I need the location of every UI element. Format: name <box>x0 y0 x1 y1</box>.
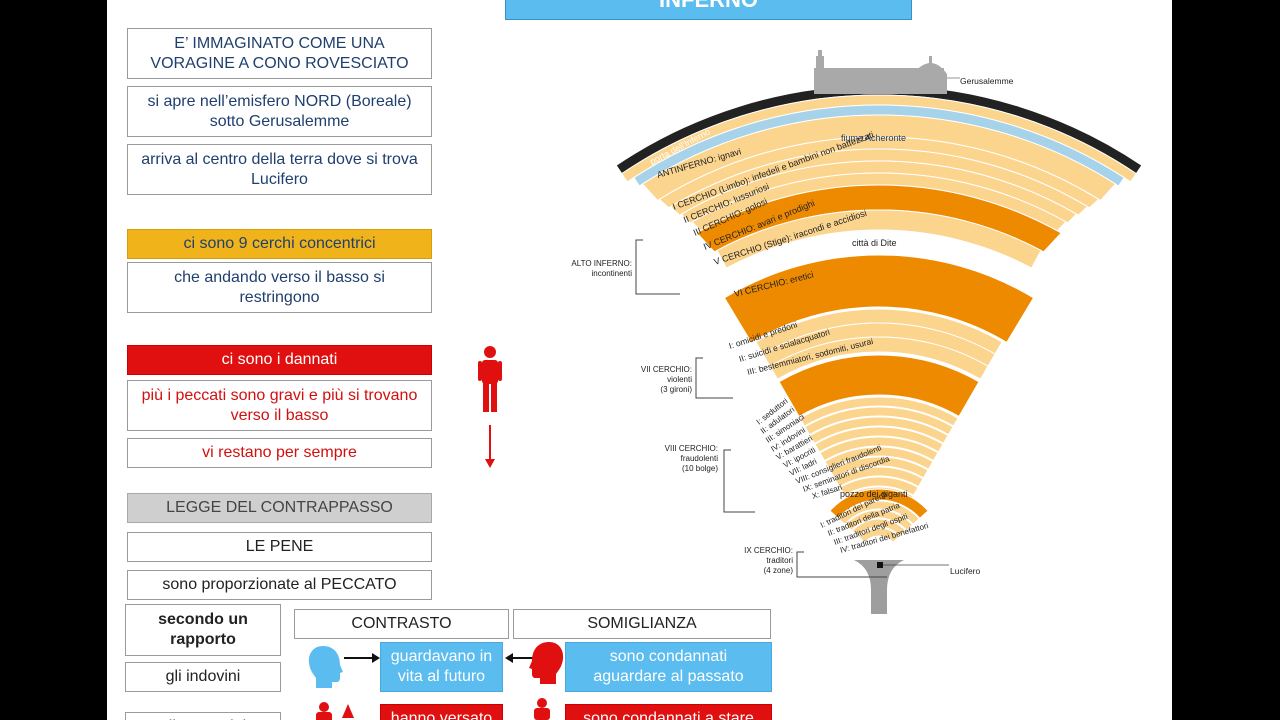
label-traditori: traditori <box>766 556 793 565</box>
jerusalem-skyline-icon <box>814 50 947 94</box>
box-dannati: ci sono i dannati <box>127 345 432 375</box>
lucifero-marker <box>877 562 883 568</box>
cell-guardavano-futuro: guardavano in vita al futuro <box>380 642 503 692</box>
label-ix-cerchio: IX CERCHIO: <box>744 546 793 555</box>
ring-bolgia-9 <box>839 476 919 496</box>
dannato-figure-icon <box>478 346 502 468</box>
label-viii-cerchio: VIII CERCHIO: <box>665 444 718 453</box>
box-proporzionate: sono proporzionate al PECCATO <box>127 570 432 600</box>
box-legge-contrappasso: LEGGE DEL CONTRAPPASSO <box>127 493 432 523</box>
label-gerusalemme: Gerusalemme <box>960 76 1014 86</box>
ring-bolgia-6 <box>824 446 934 470</box>
label-pozzo-giganti: pozzo dei giganti <box>840 489 908 499</box>
ring-bolgia-5 <box>819 436 939 462</box>
ring-girone-3 <box>769 336 989 380</box>
box-centro-terra: arriva al centro della terra dove si tro… <box>127 144 432 195</box>
box-peccati-gravi: più i peccati sono gravi e più si trovan… <box>127 380 432 431</box>
cell-versato-sangue: hanno versato sangue <box>380 704 503 720</box>
head-red-icon <box>529 642 564 684</box>
ring-giganti <box>829 488 929 519</box>
ring-cerchio-7 <box>723 254 1035 344</box>
label-violenti: violenti <box>667 375 692 384</box>
box-per-sempre: vi restano per sempre <box>127 438 432 468</box>
label-quattro-zone: (4 zone) <box>764 566 794 575</box>
label-vii-cerchio: VII CERCHIO: <box>641 365 692 374</box>
label-lucifero: Lucifero <box>950 566 981 576</box>
ring-zona-2 <box>844 509 914 531</box>
label-fraudolenti: fraudolenti <box>681 454 719 463</box>
ring-cerchio-6 <box>716 209 1042 269</box>
inferno-diagram: Gerusalemme porta dell'Inferno ANTINFERN… <box>571 50 1143 614</box>
arrow-left-icon <box>505 653 534 663</box>
cell-stare-sangue: sono condannati a stare nel sangue <box>565 704 772 720</box>
box-emisfero: si apre nell’emisfero NORD (Boreale) sot… <box>127 86 432 137</box>
ring-bolgia-1 <box>799 396 959 427</box>
head-blue-icon <box>308 646 343 688</box>
cell-condannati-passato: sono condannati aguardare al passato <box>565 642 772 692</box>
assassino-icon <box>316 702 354 720</box>
header-somiglianza: SOMIGLIANZA <box>513 609 771 639</box>
box-indovini: gli indovini <box>125 662 281 692</box>
label-tre-gironi: (3 gironi) <box>660 385 692 394</box>
ring-zona-1 <box>838 500 920 525</box>
slide: INFERNO E’ IMMAGINATO COME UNA VORAGINE … <box>107 0 1172 720</box>
ring-zona-3 <box>851 518 907 537</box>
ring-zona-4 <box>858 527 900 543</box>
label-citta-dite: città di Dite <box>852 238 897 248</box>
label-dieci-bolge: (10 bolge) <box>682 464 718 473</box>
box-restringono: che andando verso il basso si restringon… <box>127 262 432 313</box>
ring-bolgia-3 <box>809 416 949 444</box>
ring-cerchio-8 <box>778 354 980 418</box>
label-alto-inferno: ALTO INFERNO: <box>571 259 632 268</box>
dannato-small-icon <box>534 698 550 720</box>
box-assassini: gli assassini <box>125 712 281 720</box>
box-nove-cerchi: ci sono 9 cerchi concentrici <box>127 229 432 259</box>
box-voragine: E’ IMMAGINATO COME UNA VORAGINE A CONO R… <box>127 28 432 79</box>
ring-bolgia-7 <box>829 456 929 479</box>
ring-bolgia-4 <box>814 426 944 453</box>
cone-stem <box>854 560 904 614</box>
arrow-right-icon <box>344 653 380 663</box>
box-secondo-rapporto: secondo un rapporto <box>125 604 281 656</box>
ring-bolgia-8 <box>834 466 924 488</box>
slide-title: INFERNO <box>505 0 912 20</box>
box-le-pene: LE PENE <box>127 532 432 562</box>
header-contrasto: CONTRASTO <box>294 609 509 639</box>
label-incontinenti: incontinenti <box>592 269 633 278</box>
ring-bolgia-2 <box>804 406 954 436</box>
label-acheronte: fiume Acheronte <box>841 133 906 143</box>
